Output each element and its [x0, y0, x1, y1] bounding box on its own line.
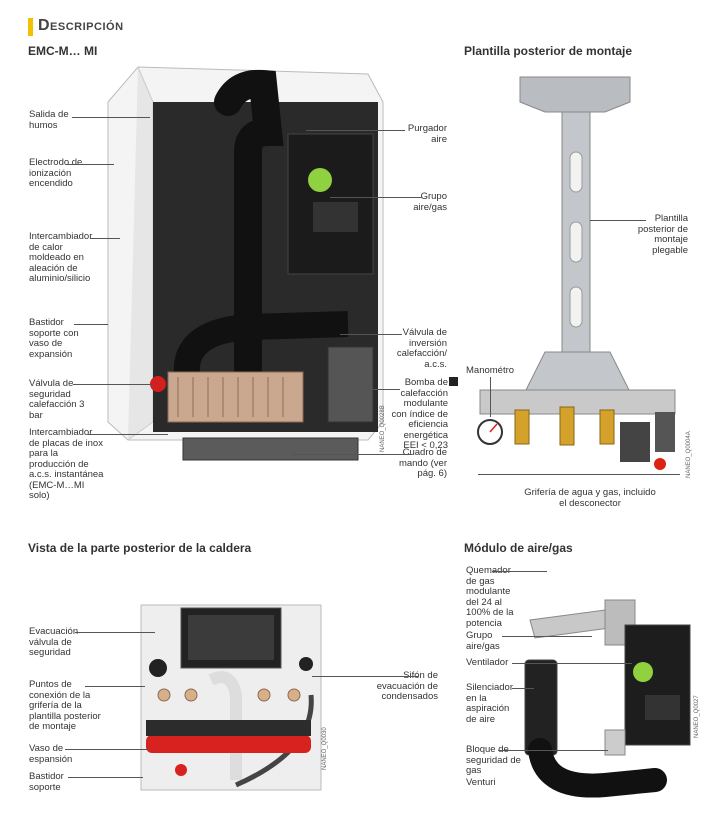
mounting-plate-illustration — [477, 76, 676, 470]
label-puntos-conexion: Puntos de conexión de la grifería de la … — [29, 679, 101, 732]
leader-electrodo — [66, 164, 114, 165]
leader-silenciador — [512, 688, 534, 689]
label-plantilla-plegable: Plantilla posterior de montaje plegable — [637, 213, 688, 256]
label-modulo-grupo: Grupo aire/gas — [466, 630, 500, 652]
emc-tag: NANEO_Q0028B — [380, 405, 386, 452]
label-bomba: Bomba de calefacción modulante con índic… — [391, 377, 448, 451]
leader-quemador — [492, 571, 547, 572]
label-electrodo: Electrodo de ionización encendido — [29, 157, 83, 189]
label-valvula-seguridad: Válvula de seguridad calefacción 3 bar — [29, 378, 85, 421]
leader-evacuacion — [75, 632, 155, 633]
leader-modulo-grupo — [502, 636, 592, 637]
label-bloque-seguridad: Bloque de seguridad de gas — [466, 744, 521, 776]
modulo-title: Módulo de aire/gas — [464, 541, 573, 555]
label-cuadro: Cuadro de mando (ver pág. 6) — [398, 447, 447, 479]
label-ventilador: Ventilador — [466, 657, 509, 668]
label-salida-humos: Salida de humos — [29, 109, 69, 131]
modulo-tag: NANEO_Q0027 — [694, 695, 700, 738]
leader-bastidor — [74, 324, 108, 325]
leader-vaso — [65, 749, 150, 750]
leader-intercambiador — [90, 238, 120, 239]
vista-title: Vista de la parte posterior de la calder… — [28, 541, 252, 555]
label-venturi: Venturi — [466, 777, 496, 788]
label-quemador: Quemador de gas modulante del 24 al 100%… — [466, 565, 514, 629]
label-manometro: Manométro — [466, 365, 515, 376]
label-intercambiador: Intercambiador de calor moldeado en alea… — [29, 231, 93, 284]
leader-purgador — [306, 130, 405, 131]
leader-grupo — [330, 197, 422, 198]
leader-salida — [72, 117, 150, 118]
leader-bloque — [498, 750, 608, 751]
label-griferia: Grifería de agua y gas, incluido el desc… — [524, 487, 656, 509]
rear-view-illustration — [140, 604, 322, 791]
leader-ventilador — [512, 663, 632, 664]
label-bastidor-soporte: Bastidor soporte — [29, 771, 64, 793]
label-bastidor: Bastidor soporte con vaso de expansión — [29, 317, 79, 360]
leader-inversion — [340, 334, 402, 335]
label-valvula-inversion: Válvula de inversión calefacción/ a.c.s. — [396, 327, 447, 370]
griferia-bracket — [478, 474, 680, 475]
emc-title: EMC-M… MI — [28, 44, 98, 58]
leader-manometro — [490, 377, 491, 417]
leader-puntos — [85, 686, 145, 687]
label-grupo-aire-gas: Grupo aire/gas — [413, 191, 447, 213]
label-sifon: Sifón de evacuación de condensados — [376, 670, 438, 702]
air-gas-module-illustration — [524, 599, 691, 798]
label-silenciador: Silenciador en la aspiración de aire — [466, 682, 513, 725]
vista-tag: NANEO_Q0030 — [322, 727, 328, 770]
label-placas: Intercambiador de placas de inox para la… — [29, 427, 104, 501]
leader-cuadro — [292, 454, 412, 455]
leader-plantilla — [590, 220, 646, 221]
label-vaso-espansion: Vaso de espansión — [29, 743, 73, 765]
leader-bastidor-soporte — [68, 777, 143, 778]
label-purgador: Purgador aire — [407, 123, 447, 145]
leader-bomba — [348, 389, 400, 390]
plantilla-title: Plantilla posterior de montaje — [464, 44, 633, 58]
leader-placas — [88, 434, 168, 435]
leader-valvula-seguridad — [73, 384, 153, 385]
leader-sifon — [312, 676, 418, 677]
eco-icon — [449, 377, 458, 386]
header-accent-bar — [28, 18, 33, 36]
page-title: Descripción — [38, 17, 124, 34]
boiler-illustration — [107, 66, 384, 461]
label-evacuacion: Evacuación válvula de seguridad — [29, 626, 79, 658]
plantilla-tag: NANEO_Q0004A — [686, 431, 692, 478]
